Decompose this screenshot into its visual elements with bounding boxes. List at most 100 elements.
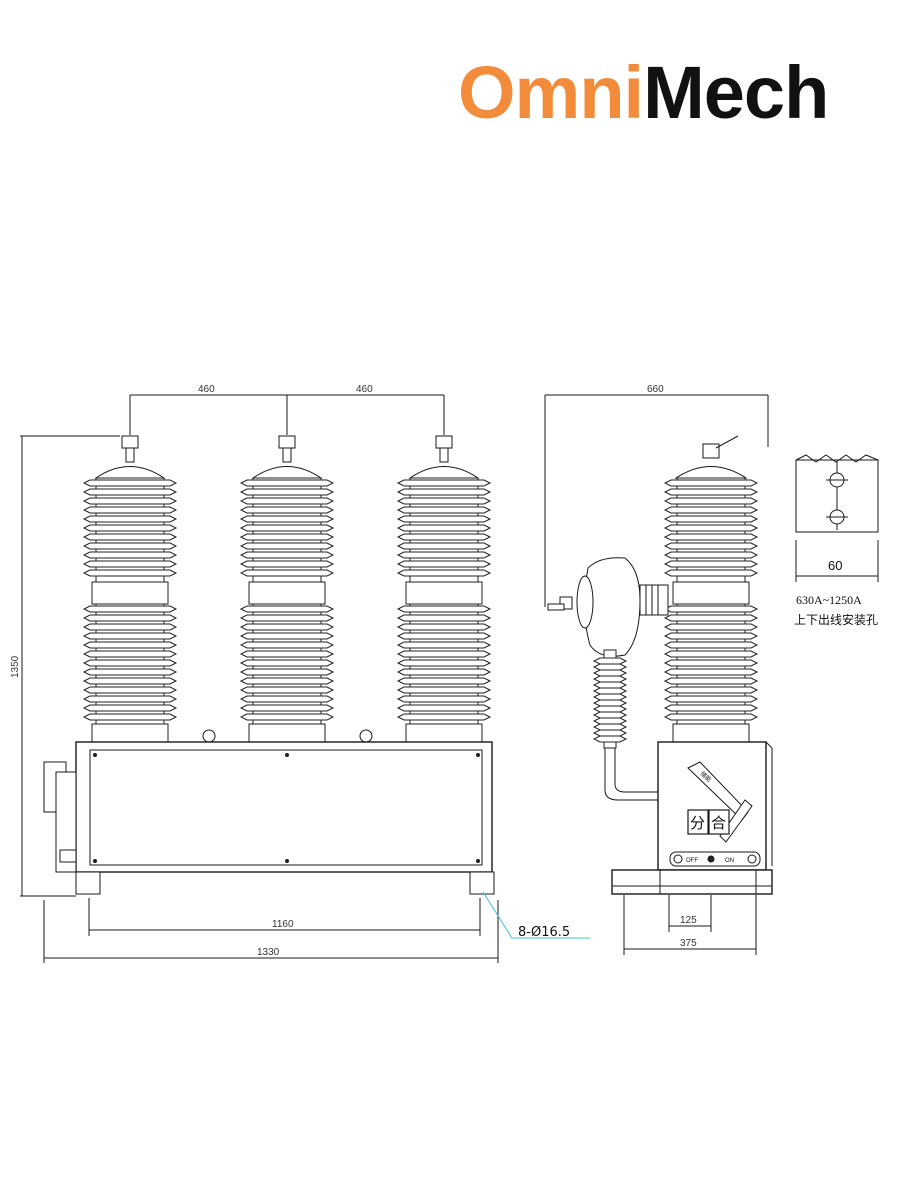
plate-label-off: OFF: [686, 858, 698, 864]
bellows-ring: [592, 681, 628, 689]
insulator-shed: [82, 533, 178, 541]
insulator-base: [248, 723, 326, 743]
insulator-shed: [396, 524, 492, 532]
insulator-shed: [82, 479, 178, 487]
insulator-shed: [239, 515, 335, 523]
insulator-shed: [396, 695, 492, 703]
insulator-shed: [396, 497, 492, 505]
insulator-shed: [239, 560, 335, 568]
pole-left: [94, 435, 166, 479]
insulator-shed: [663, 704, 759, 712]
dim-pole-spacing: [129, 394, 445, 435]
insulator-collar: [248, 581, 326, 605]
insulator-shed: [82, 677, 178, 685]
mounting-hole-caption: 上下出线安装孔: [794, 612, 878, 627]
side-view: 660: [544, 384, 773, 955]
brand-logo: OmniMech: [458, 56, 829, 130]
lower-bellows: [592, 649, 628, 749]
insulator-shed: [663, 560, 759, 568]
insulator-shed: [663, 533, 759, 541]
insulator-shed: [82, 488, 178, 496]
dim-label-660: 660: [647, 384, 664, 395]
plate-label-on: ON: [725, 858, 734, 864]
side-insulator-sheds: [663, 477, 759, 743]
insulator-shed: [663, 542, 759, 550]
dim-base: [623, 895, 757, 955]
insulator-shed: [239, 506, 335, 514]
insulator-shed: [82, 632, 178, 640]
dim-overall-width: [43, 900, 499, 963]
insulator-shed: [82, 668, 178, 676]
insulator-shed: [239, 569, 335, 577]
insulator-shed: [239, 659, 335, 667]
insulator-shed: [663, 515, 759, 523]
insulator-shed: [239, 686, 335, 694]
dim-label-1330: 1330: [257, 947, 280, 958]
insulator-shed: [239, 695, 335, 703]
insulator-shed: [396, 515, 492, 523]
insulator-shed: [239, 704, 335, 712]
insulator-shed: [82, 641, 178, 649]
bellows-ring: [592, 669, 628, 677]
insulator-shed: [239, 605, 335, 613]
insulator-shed: [396, 623, 492, 631]
insulator-shed: [239, 497, 335, 505]
front-view: 460 460 1350: [10, 384, 590, 963]
insulator-shed: [663, 632, 759, 640]
insulator-shed: [82, 659, 178, 667]
insulator-shed: [396, 713, 492, 721]
label-close: 合: [711, 814, 726, 832]
insulator-shed: [663, 695, 759, 703]
insulator-shed: [663, 614, 759, 622]
insulator-shed: [663, 659, 759, 667]
bellows-ring: [592, 705, 628, 713]
insulator-shed: [396, 569, 492, 577]
insulator-shed: [239, 524, 335, 532]
pole-right: [408, 435, 480, 479]
insulator-shed: [663, 551, 759, 559]
insulator-shed: [396, 641, 492, 649]
dim-label-60: 60: [828, 558, 842, 573]
brand-logo-omni: Omni: [458, 51, 644, 134]
bellows-ring: [592, 675, 628, 683]
insulator-shed: [396, 605, 492, 613]
bellows-ring: [592, 663, 628, 671]
dim-label-1160: 1160: [272, 919, 294, 930]
insulator-shed: [663, 641, 759, 649]
insulator-shed: [663, 488, 759, 496]
insulator-shed: [82, 695, 178, 703]
insulator-collar: [405, 581, 483, 605]
insulator-collar: [91, 581, 169, 605]
insulator-sheds: [82, 477, 492, 743]
insulator-shed: [239, 533, 335, 541]
insulator-shed: [239, 668, 335, 676]
insulator-shed: [396, 533, 492, 541]
dim-label-1350: 1350: [10, 655, 21, 678]
insulator-shed: [396, 542, 492, 550]
insulator-shed: [663, 524, 759, 532]
insulator-shed: [663, 479, 759, 487]
insulator-shed: [663, 497, 759, 505]
insulator-shed: [239, 614, 335, 622]
insulator-shed: [82, 551, 178, 559]
insulator-shed: [396, 659, 492, 667]
insulator-shed: [239, 641, 335, 649]
insulator-shed: [82, 524, 178, 532]
bellows-ring: [592, 717, 628, 725]
insulator-shed: [663, 686, 759, 694]
insulator-shed: [82, 542, 178, 550]
bellows-ring: [592, 711, 628, 719]
brand-logo-mech: Mech: [643, 51, 829, 134]
bellows-ring: [592, 699, 628, 707]
insulator-shed: [396, 506, 492, 514]
insulator-shed: [396, 488, 492, 496]
bellows-ring: [592, 657, 628, 665]
dim-bolt-span: [88, 898, 481, 936]
dim-depth: [544, 394, 769, 607]
dim-label-460-right: 460: [356, 384, 373, 395]
insulator-shed: [239, 677, 335, 685]
insulator-shed: [396, 668, 492, 676]
insulator-shed: [82, 515, 178, 523]
insulator-base: [405, 723, 483, 743]
insulator-shed: [396, 650, 492, 658]
